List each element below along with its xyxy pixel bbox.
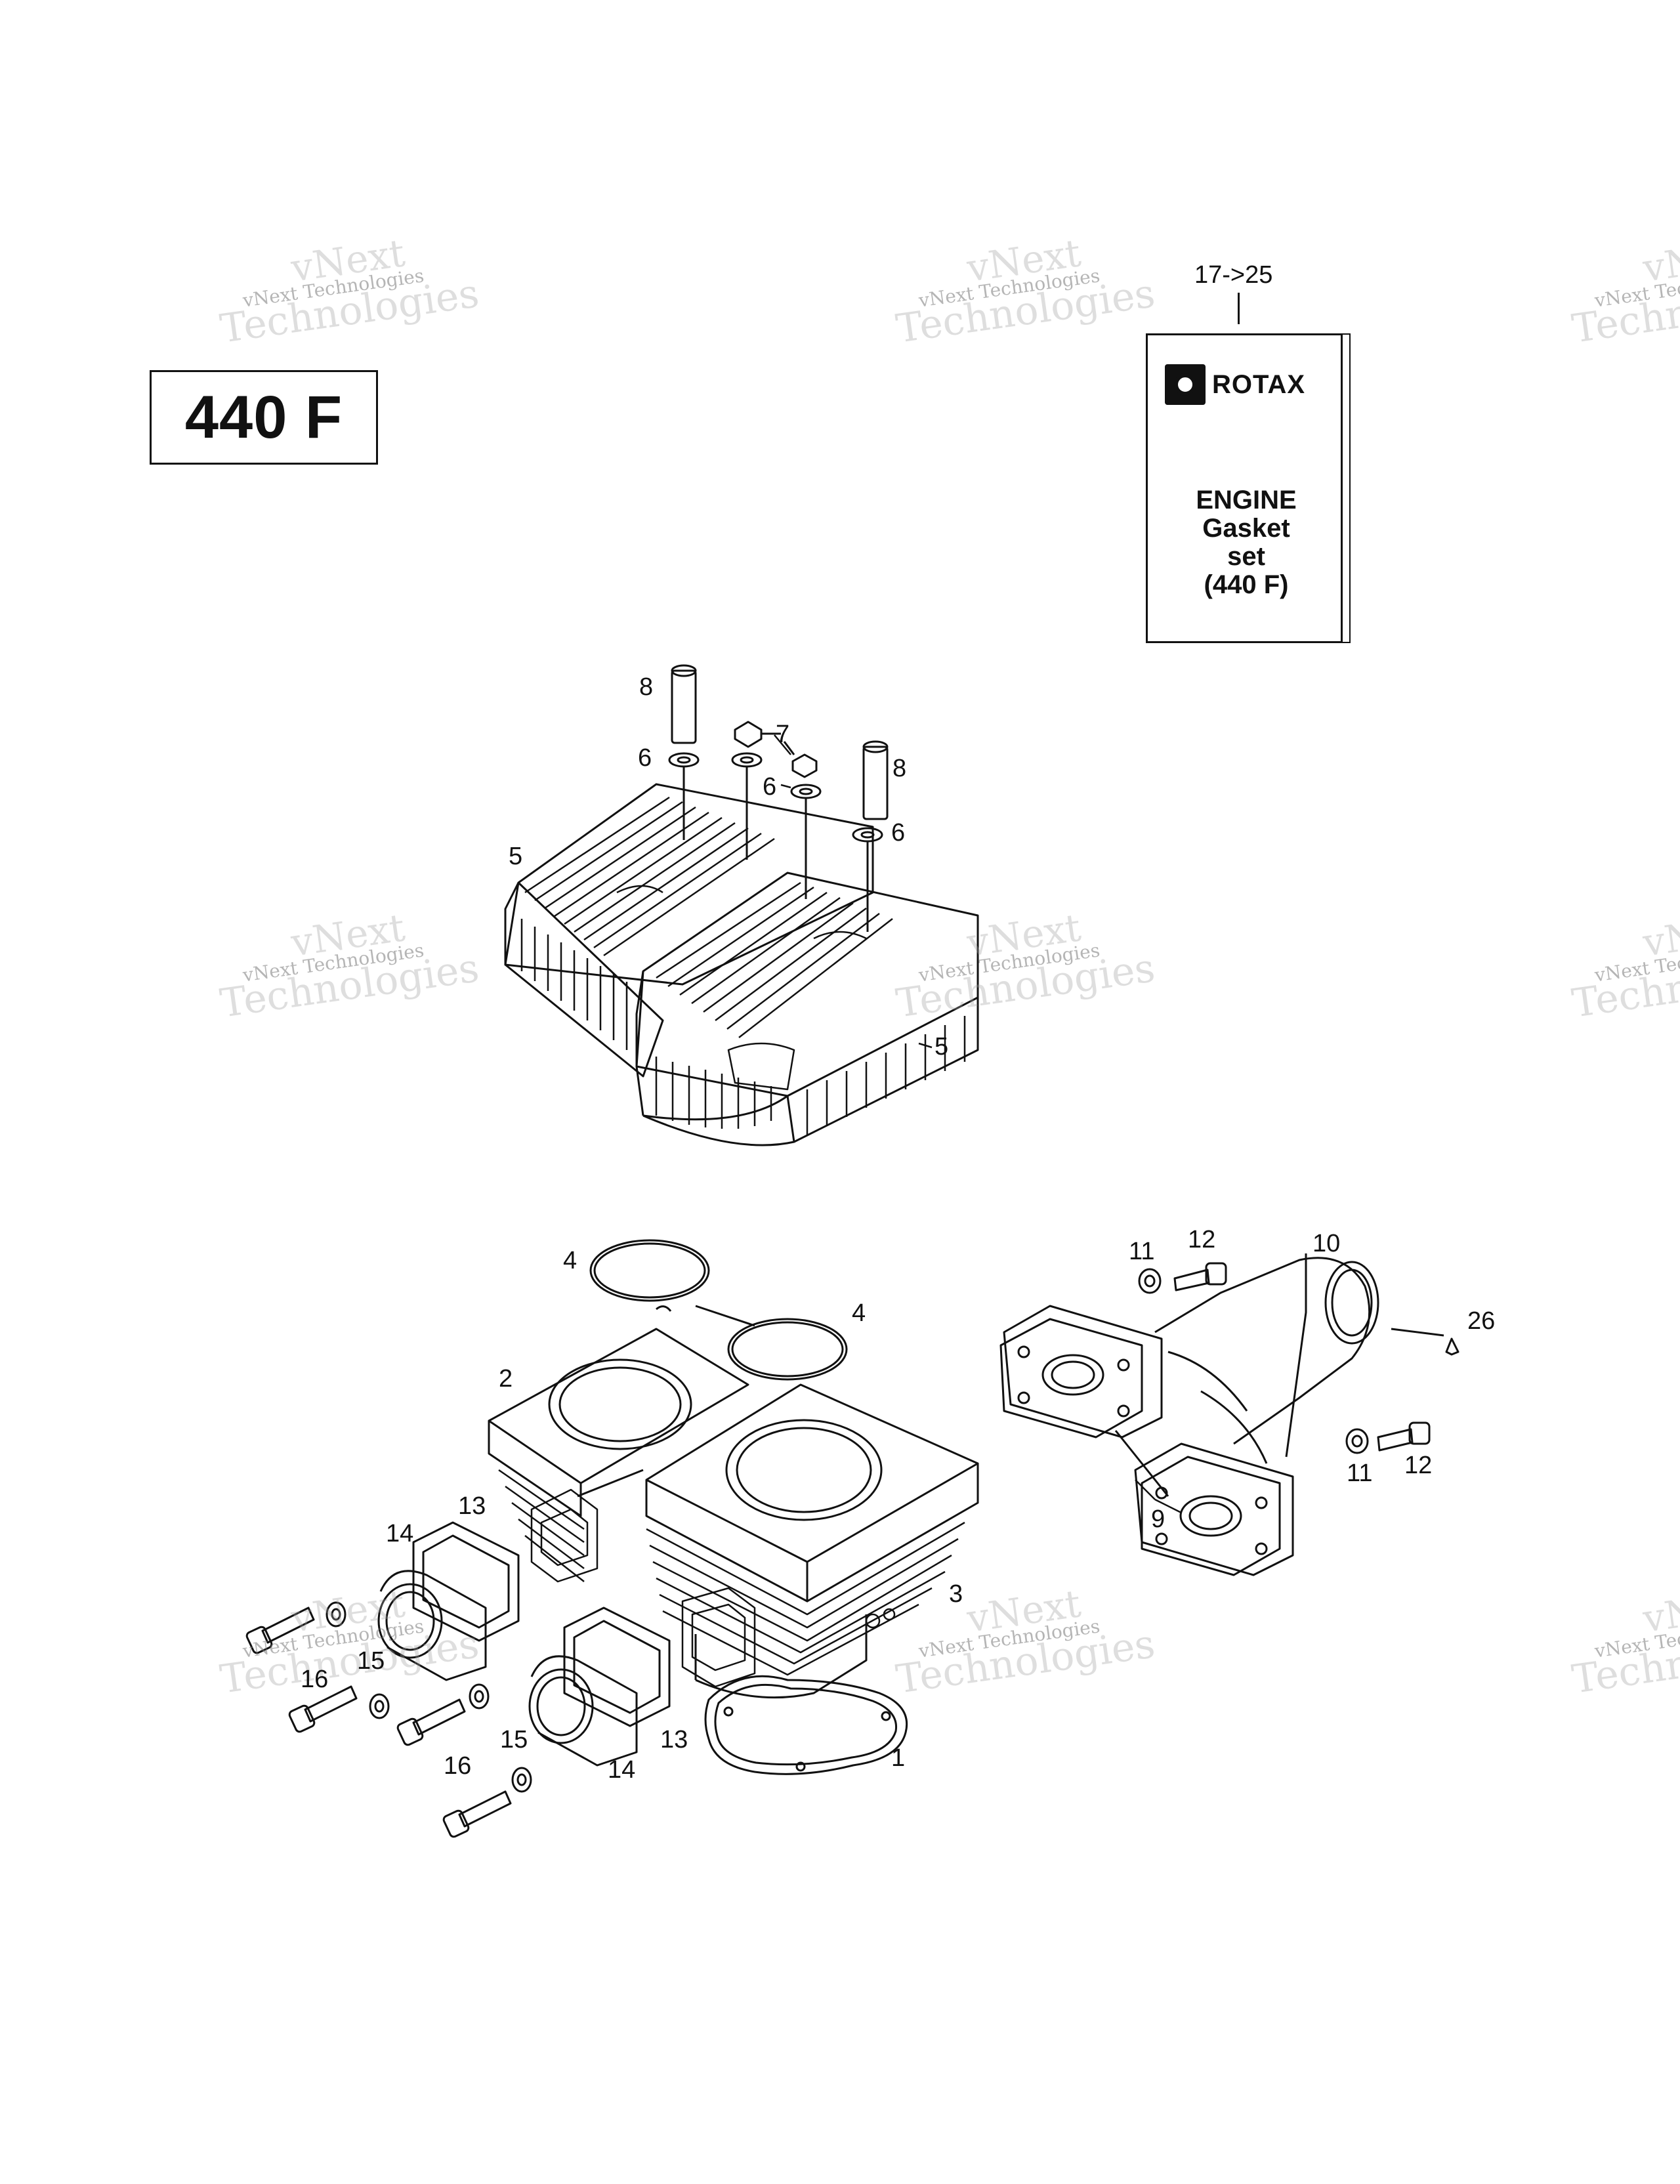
callout-14[interactable]: 14 bbox=[608, 1756, 636, 1784]
kit-title-line-2: Gasket bbox=[1202, 514, 1290, 543]
cylinder-head-fins bbox=[520, 796, 966, 1135]
callout-4[interactable]: 4 bbox=[852, 1299, 866, 1327]
callout-6[interactable]: 6 bbox=[891, 819, 906, 847]
callout-26[interactable]: 26 bbox=[1467, 1307, 1496, 1335]
intake-sockets[interactable] bbox=[377, 1521, 671, 1767]
callout-3[interactable]: 3 bbox=[949, 1580, 963, 1608]
callout-5[interactable]: 5 bbox=[934, 1033, 949, 1060]
callout-2[interactable]: 2 bbox=[499, 1365, 513, 1393]
callout-16[interactable]: 16 bbox=[301, 1666, 329, 1693]
cylinder-fins bbox=[498, 1469, 965, 1688]
kit-title-line-1: ENGINE bbox=[1196, 486, 1297, 514]
cylinder-head[interactable] bbox=[504, 783, 979, 1146]
callout-8[interactable]: 8 bbox=[639, 673, 654, 701]
gear-logo-icon bbox=[1165, 364, 1206, 405]
callout-4[interactable]: 4 bbox=[563, 1247, 578, 1274]
exhaust-manifold[interactable] bbox=[1003, 1253, 1379, 1576]
exhaust-gaskets[interactable] bbox=[999, 1318, 1281, 1576]
manifold-hardware[interactable] bbox=[1138, 1262, 1460, 1454]
callout-16[interactable]: 16 bbox=[444, 1752, 472, 1780]
kit-title-line-3: set bbox=[1227, 542, 1265, 571]
kit-title: ENGINE Gasket set (440 F) bbox=[1148, 486, 1345, 599]
callout-8[interactable]: 8 bbox=[892, 755, 907, 782]
leader-lines bbox=[774, 734, 1182, 1514]
callout-13[interactable]: 13 bbox=[458, 1492, 486, 1520]
model-label-box: 440 F bbox=[150, 370, 378, 465]
callout-14[interactable]: 14 bbox=[386, 1520, 414, 1547]
o-rings[interactable] bbox=[589, 1239, 848, 1381]
callout-10[interactable]: 10 bbox=[1312, 1230, 1341, 1257]
kit-callout[interactable]: 17->25 bbox=[1194, 261, 1273, 289]
callout-11[interactable]: 11 bbox=[1347, 1460, 1373, 1487]
callout-13[interactable]: 13 bbox=[660, 1726, 688, 1754]
callout-7[interactable]: 7 bbox=[776, 721, 790, 748]
callout-1[interactable]: 1 bbox=[891, 1744, 906, 1772]
callout-6[interactable]: 6 bbox=[763, 773, 777, 801]
callout-15[interactable]: 15 bbox=[357, 1647, 385, 1675]
cylinder-head-studs[interactable] bbox=[668, 664, 889, 932]
gasket-set-booklet[interactable]: ROTAX ENGINE Gasket set (440 F) bbox=[1146, 333, 1343, 643]
callout-12[interactable]: 12 bbox=[1404, 1452, 1433, 1479]
rotax-logo: ROTAX bbox=[1165, 364, 1305, 405]
kit-title-line-4: (440 F) bbox=[1204, 570, 1289, 599]
booklet-spine bbox=[1343, 333, 1351, 643]
callout-6[interactable]: 6 bbox=[638, 744, 652, 772]
cylinders[interactable] bbox=[488, 1328, 979, 1699]
callout-5[interactable]: 5 bbox=[509, 843, 523, 870]
callout-12[interactable]: 12 bbox=[1188, 1226, 1216, 1253]
callout-9[interactable]: 9 bbox=[1151, 1505, 1166, 1533]
intake-bolts[interactable] bbox=[245, 1601, 532, 1838]
kit-leader-line bbox=[1238, 293, 1240, 324]
base-gasket[interactable] bbox=[704, 1675, 908, 1775]
model-label: 440 F bbox=[184, 383, 343, 451]
callout-15[interactable]: 15 bbox=[500, 1726, 528, 1754]
rotax-brand: ROTAX bbox=[1212, 369, 1306, 399]
callout-11[interactable]: 11 bbox=[1129, 1238, 1155, 1265]
